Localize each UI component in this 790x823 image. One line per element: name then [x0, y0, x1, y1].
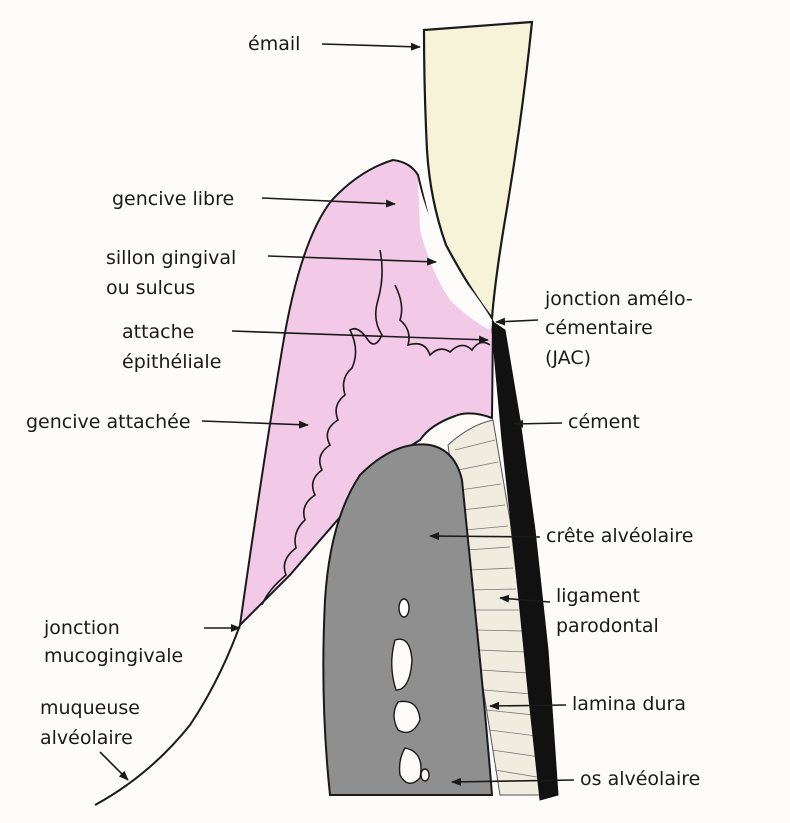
label-jonction-mg-2: mucogingivale — [44, 645, 183, 667]
arrow-jac — [496, 320, 538, 322]
arrow-crete — [430, 536, 540, 537]
label-ligament-1: ligament — [556, 585, 640, 607]
label-jac-2: cémentaire — [545, 317, 653, 339]
label-gencive-attachee: gencive attachée — [26, 411, 191, 433]
label-crete: crête alvéolaire — [546, 525, 693, 547]
label-cement: cément — [568, 411, 640, 433]
label-jac-3: (JAC) — [545, 347, 591, 369]
label-attache-1: attache — [122, 321, 194, 343]
label-jac-1: jonction amélo- — [544, 288, 693, 310]
label-jonction-mg-1: jonction — [43, 617, 120, 639]
label-email: émail — [248, 33, 300, 55]
label-muqueuse-2: alvéolaire — [40, 727, 133, 749]
label-sillon-2: ou sulcus — [106, 277, 195, 299]
label-gencive-libre: gencive libre — [112, 188, 234, 210]
label-attache-2: épithéliale — [122, 351, 221, 373]
label-muqueuse-1: muqueuse — [40, 697, 140, 719]
arrow-lamina — [490, 705, 566, 706]
label-os: os alvéolaire — [580, 768, 700, 790]
label-ligament-2: parodontal — [556, 615, 659, 637]
arrow-cement — [514, 423, 562, 424]
label-lamina: lamina dura — [572, 693, 686, 715]
label-sillon-1: sillon gingival — [106, 247, 236, 269]
arrow-muqueuse — [100, 752, 128, 780]
arrow-email — [322, 44, 420, 47]
